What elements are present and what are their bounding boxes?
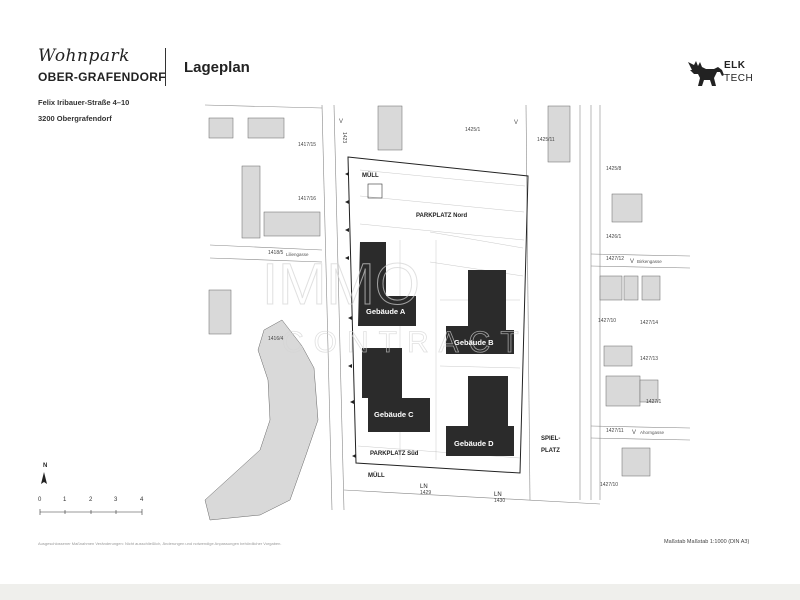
watermark: IMMO CONTRACT bbox=[262, 252, 529, 360]
parcel-1429: 1429 bbox=[420, 490, 431, 496]
parkplatz-nord-label: PARKPLATZ Nord bbox=[416, 213, 467, 219]
parcel-1427-11: 1427/11 bbox=[606, 428, 624, 434]
header-divider bbox=[165, 48, 166, 86]
v-label-4: V bbox=[632, 430, 636, 436]
area-labels: MÜLL PARKPLATZ Nord SPIEL- PLATZ PARKPLA… bbox=[362, 172, 560, 498]
street-birkengasse: Birkengasse bbox=[637, 259, 662, 264]
parcel-1417-16: 1417/16 bbox=[298, 196, 316, 202]
ln-label-2: LN bbox=[494, 492, 502, 498]
scale-tick-4: 4 bbox=[140, 497, 144, 503]
road-lines bbox=[204, 104, 691, 511]
address-line-2: 3200 Obergrafendorf bbox=[38, 114, 112, 123]
parcel-1427-10b: 1427/10 bbox=[600, 482, 618, 488]
logo-name: OBER-GRAFENDORF bbox=[38, 70, 166, 84]
v-label-1: V bbox=[339, 119, 343, 125]
address-line-1: Felix Iribauer-Straße 4–10 bbox=[38, 98, 130, 107]
muell-structure-icon bbox=[367, 183, 383, 199]
parcel-1425-1: 1425/1 bbox=[465, 127, 481, 133]
spielplatz-label-1: SPIEL- bbox=[541, 436, 560, 442]
logo-script: Wohnpark bbox=[38, 46, 130, 66]
watermark-line-1: IMMO bbox=[262, 252, 420, 317]
gebaeude-d-label: Gebäude D bbox=[454, 439, 494, 448]
scale-tick-0: 0 bbox=[38, 497, 42, 503]
neighbor-buildings bbox=[204, 105, 661, 521]
scale-note: Maßstab Maßstab 1:1000 (DIN A3) bbox=[664, 539, 750, 545]
ln-label-1: LN bbox=[420, 484, 428, 490]
scale-tick-2: 2 bbox=[89, 497, 93, 503]
street-ahorngasse: Ahorngasse bbox=[640, 430, 665, 435]
gebaeude-b-label: Gebäude B bbox=[454, 338, 494, 347]
watermark-line-2: CONTRACT bbox=[282, 326, 529, 359]
muell-label-bottom: MÜLL bbox=[368, 472, 385, 479]
gebaeude-a-label: Gebäude A bbox=[366, 307, 406, 316]
v-label-2: V bbox=[514, 120, 518, 126]
street-labels: Liliengasse Birkengasse Ahorngasse V V V… bbox=[286, 119, 665, 436]
parcel-1427-1: 1427/1 bbox=[646, 399, 662, 405]
site-boundary bbox=[347, 156, 529, 474]
parcel-1417-15: 1417/15 bbox=[298, 142, 316, 148]
parcel-1423: 1423 bbox=[341, 132, 347, 143]
parking-grid bbox=[357, 169, 526, 460]
site-plan-map: IMMO CONTRACT 1417/15 1417/16 1418/5 141… bbox=[39, 104, 691, 521]
parcel-1430: 1430 bbox=[494, 498, 505, 504]
parcel-1427-12: 1427/12 bbox=[606, 256, 624, 262]
street-liliengasse: Liliengasse bbox=[286, 252, 309, 257]
page-title: Lageplan bbox=[184, 59, 250, 76]
v-label-3: V bbox=[630, 259, 634, 265]
parcel-1425-11: 1425/11 bbox=[537, 137, 555, 143]
scale-tick-3: 3 bbox=[114, 497, 118, 503]
muell-label-top: MÜLL bbox=[362, 172, 379, 179]
scale-tick-1: 1 bbox=[63, 497, 67, 503]
scale-bar bbox=[39, 472, 143, 515]
parcel-1427-10a: 1427/10 bbox=[598, 318, 616, 324]
brand-line-1: ELK bbox=[724, 60, 746, 71]
parcel-labels: 1417/15 1417/16 1418/5 1416/4 1425/1 142… bbox=[268, 127, 662, 504]
brand-line-2: TECH bbox=[724, 73, 754, 84]
parkplatz-sued-label: PARKPLATZ Süd bbox=[370, 451, 419, 457]
spielplatz-label-2: PLATZ bbox=[541, 448, 560, 454]
parcel-1416-4: 1416/4 bbox=[268, 336, 284, 342]
parcel-1418-5: 1418/5 bbox=[268, 250, 284, 256]
elk-logo-icon bbox=[688, 61, 724, 86]
building-labels: Gebäude A Gebäude B Gebäude C Gebäude D bbox=[366, 307, 494, 448]
north-label: N bbox=[43, 463, 48, 469]
parcel-1427-13: 1427/13 bbox=[640, 356, 658, 362]
entry-markers bbox=[345, 172, 356, 458]
footnote: Ausgeschlossener Maßnahmen Veränderungen… bbox=[38, 541, 282, 546]
parcel-1426-1: 1426/1 bbox=[606, 234, 622, 240]
site-buildings bbox=[358, 242, 514, 456]
north-arrow-icon bbox=[41, 472, 47, 484]
gebaeude-c-label: Gebäude C bbox=[374, 410, 414, 419]
bottom-bar bbox=[0, 584, 800, 600]
parcel-1425-8: 1425/8 bbox=[606, 166, 622, 172]
parcel-1427-14: 1427/14 bbox=[640, 320, 658, 326]
